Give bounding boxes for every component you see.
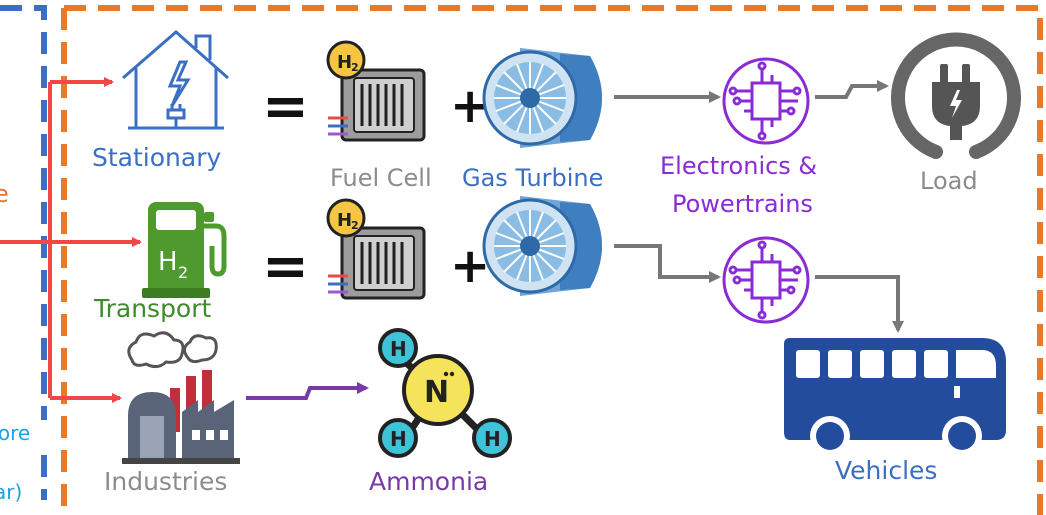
circuit-icon: [722, 236, 810, 324]
svg-text:2: 2: [351, 61, 359, 74]
house-lightning-icon: [122, 30, 229, 130]
gas-turbine-label: Gas Turbine: [462, 164, 604, 192]
fuel-cell-icon: H 2: [326, 40, 426, 142]
svg-text:N: N: [424, 375, 449, 410]
svg-text:H: H: [337, 210, 352, 231]
circuit-icon: [722, 57, 810, 145]
equals-sign-2: =: [262, 234, 309, 299]
svg-text:H: H: [390, 337, 407, 361]
fuel-cell-icon: H 2: [326, 198, 426, 300]
cutoff-text-top: e: [0, 180, 9, 208]
blue-dashed-frame: [0, 5, 47, 500]
svg-text:2: 2: [178, 263, 188, 282]
svg-text:H: H: [484, 427, 501, 451]
factory-icon: [122, 331, 240, 464]
plug-icon: [891, 32, 1021, 159]
equals-sign-1: =: [262, 74, 309, 139]
svg-text:H: H: [158, 247, 178, 277]
gas-turbine-icon: [482, 48, 602, 148]
transport-label: Transport: [94, 294, 212, 323]
svg-text:H: H: [337, 52, 352, 73]
industries-label: Industries: [104, 467, 228, 496]
gas-turbine-icon: [482, 196, 602, 296]
cutoff-text-mid: tore: [0, 421, 31, 445]
cutoff-text-bottom: ar): [0, 480, 23, 504]
ammonia-label: Ammonia: [369, 467, 489, 496]
electronics-label-line2: Powertrains: [672, 190, 813, 218]
hydrogen-pump-icon: H 2: [142, 202, 227, 298]
purple-flow-arrow: [246, 382, 369, 400]
ammonia-molecule-icon: N H H H: [378, 328, 512, 458]
stationary-label: Stationary: [92, 143, 222, 172]
load-label: Load: [920, 167, 978, 195]
bus-icon: [784, 338, 1006, 456]
svg-text:2: 2: [351, 219, 359, 232]
red-feed-arrows: [0, 77, 142, 403]
vehicles-label: Vehicles: [835, 456, 938, 485]
orange-dashed-frame: [61, 5, 1043, 515]
gray-flow-arrows: [614, 80, 904, 333]
svg-text:H: H: [390, 427, 407, 451]
electronics-label-line1: Electronics &: [660, 152, 818, 180]
fuel-cell-label: Fuel Cell: [330, 164, 432, 192]
